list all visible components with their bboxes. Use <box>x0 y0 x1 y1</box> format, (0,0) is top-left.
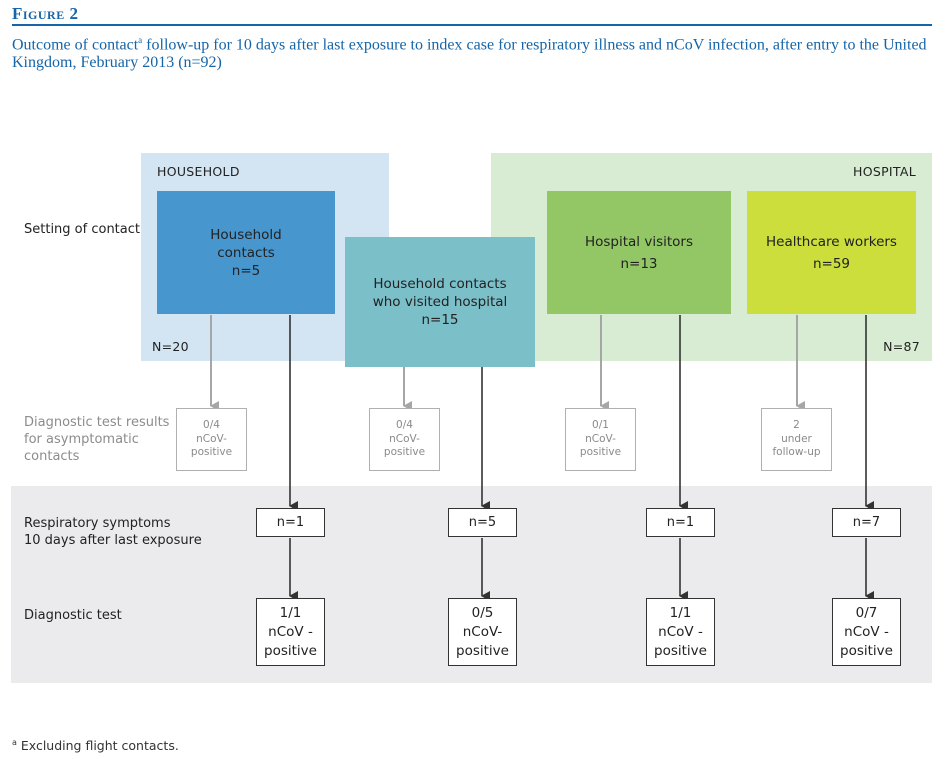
diag-line: nCoV- <box>462 623 503 640</box>
asym-line: 0/1 <box>592 419 609 432</box>
asym-line: nCoV- <box>196 432 227 445</box>
hospital-total: N=87 <box>883 339 920 354</box>
symptomatic-count-workers: n=7 <box>832 508 901 537</box>
row-label-asymptomatic-line: Diagnostic test results <box>24 415 170 430</box>
box-line: Household contacts <box>373 276 507 292</box>
footnote-sup: a <box>12 738 17 747</box>
box-line: Hospital visitors <box>584 233 694 250</box>
asym-line: 0/4 <box>396 419 413 432</box>
asym-line: follow-up <box>772 446 821 459</box>
figure-label: Figure 2 <box>12 4 79 23</box>
asym-line: nCoV- <box>585 432 616 445</box>
box-line: Healthcare workers <box>766 233 897 250</box>
asym-line: 0/4 <box>203 419 220 432</box>
diag-line: nCoV - <box>658 623 703 640</box>
title-sup: a <box>138 35 143 45</box>
asym-line: 2 <box>793 419 800 432</box>
footnote: a Excluding flight contacts. <box>12 738 179 753</box>
asymptomatic-result-visited: 0/4 nCoV- positive <box>369 408 440 471</box>
asym-line: positive <box>383 446 426 459</box>
household-visited-hospital-box: Household contacts who visited hospital … <box>345 237 535 367</box>
diag-line: positive <box>456 642 509 659</box>
hospital-zone-label: HOSPITAL <box>853 164 916 179</box>
diag-line: 0/7 <box>855 604 878 621</box>
asymptomatic-result-household: 0/4 nCoV- positive <box>176 408 247 471</box>
box-line: Household <box>210 226 282 243</box>
diagnostic-result-workers: 0/7 nCoV - positive <box>832 598 901 666</box>
row-label-asymptomatic: Diagnostic test results for asymptomatic… <box>24 414 169 465</box>
box-line: n=5 <box>231 262 261 279</box>
box-line: n=59 <box>812 255 851 272</box>
diagnostic-result-visited: 0/5 nCoV- positive <box>448 598 517 666</box>
asym-line: positive <box>190 446 233 459</box>
diag-line: nCoV - <box>268 623 313 640</box>
figure-title: Outcome of contacta follow-up for 10 day… <box>12 31 927 72</box>
title-rule <box>12 24 932 26</box>
asym-line: positive <box>579 446 622 459</box>
symptomatic-count-visited: n=5 <box>448 508 517 537</box>
row-label-asymptomatic-line: contacts <box>24 449 80 464</box>
diag-line: nCoV - <box>844 623 889 640</box>
diag-line: positive <box>654 642 707 659</box>
asymptomatic-result-workers: 2 under follow-up <box>761 408 832 471</box>
household-zone-label: HOUSEHOLD <box>157 164 240 179</box>
box-line: n=15 <box>421 312 459 328</box>
diag-line: positive <box>264 642 317 659</box>
asymptomatic-result-visitors: 0/1 nCoV- positive <box>565 408 636 471</box>
row-label-setting: Setting of contact <box>24 222 140 237</box>
diagnostic-result-household: 1/1 nCoV - positive <box>256 598 325 666</box>
diag-line: 0/5 <box>471 604 494 621</box>
row-label-symptoms: Respiratory symptoms 10 days after last … <box>24 515 202 549</box>
symptomatic-count-visitors: n=1 <box>646 508 715 537</box>
row-label-diagnostic: Diagnostic test <box>24 608 122 623</box>
row-label-symptoms-line: 10 days after last exposure <box>24 533 202 548</box>
box-line: contacts <box>217 244 275 261</box>
diag-line: 1/1 <box>669 604 692 621</box>
healthcare-workers-box: Healthcare workers n=59 <box>747 191 916 314</box>
household-total: N=20 <box>152 339 189 354</box>
household-contacts-box: Household contacts n=5 <box>157 191 335 314</box>
row-label-asymptomatic-line: for asymptomatic <box>24 432 139 447</box>
diag-line: 1/1 <box>279 604 302 621</box>
diagnostic-result-visitors: 1/1 nCoV - positive <box>646 598 715 666</box>
row-label-symptoms-line: Respiratory symptoms <box>24 516 171 531</box>
symptomatic-count-household: n=1 <box>256 508 325 537</box>
hospital-visitors-box: Hospital visitors n=13 <box>547 191 731 314</box>
diag-line: positive <box>840 642 893 659</box>
asym-line: under <box>781 432 812 445</box>
box-line: who visited hospital <box>372 294 508 310</box>
asym-line: nCoV- <box>389 432 420 445</box>
title-pre: Outcome of contact <box>12 36 139 54</box>
title-post: follow-up for 10 days after last exposur… <box>12 36 927 72</box>
box-line: n=13 <box>620 255 658 272</box>
footnote-text: Excluding flight contacts. <box>16 738 179 754</box>
